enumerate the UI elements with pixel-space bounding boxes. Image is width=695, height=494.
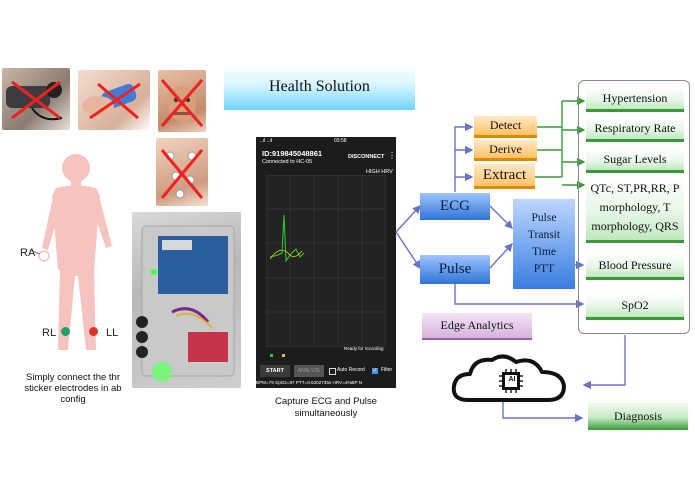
ai-chip-label: AI [508, 376, 516, 383]
rl-electrode-icon [61, 327, 70, 336]
auto-record-label: Auto Record [337, 367, 365, 373]
x-mark-icon [160, 149, 204, 199]
detect-label: Detect [489, 118, 522, 132]
left-caption-line1: Simply connect the thr [26, 372, 120, 383]
more-icon[interactable]: ⋮ [388, 151, 396, 160]
left-caption-line3: config [60, 394, 86, 405]
title-banner: Health Solution [224, 64, 415, 110]
edge-analytics-label: Edge Analytics [440, 318, 514, 332]
legend-ecg-dot [270, 354, 273, 357]
output-sugar-label: Sugar Levels [603, 152, 667, 166]
left-caption-line2: sticker electrodes in ab [24, 383, 122, 394]
label-rl: RL [42, 327, 57, 339]
phone-status-bar: ..ıl ..ıl 03:58 [256, 137, 396, 145]
face-sensor-photo [158, 70, 206, 132]
cloud-icon [451, 354, 566, 402]
ecg-box: ECG [420, 193, 490, 220]
phone-caption-line1: Capture ECG and Pulse [275, 396, 377, 407]
output-respiratory-rate: Respiratory Rate [586, 117, 684, 142]
output-ecg-features-label: QTc, ST,PR,RR, P morphology, T morpholog… [590, 181, 680, 233]
title-text: Health Solution [269, 78, 370, 95]
ptt-line-4: PTT [533, 263, 555, 275]
signal-plot [266, 175, 386, 347]
status-signal: ..ıl ..ıl [260, 138, 272, 144]
x-mark-icon [160, 79, 204, 127]
chest-electrodes-photo [156, 138, 208, 206]
pulse-box: Pulse [420, 255, 490, 284]
device-photo [132, 212, 241, 388]
ptt-line-2: Transit [527, 229, 561, 241]
extract-label: Extract [482, 166, 527, 183]
phone-caption-line2: simultaneously [294, 408, 358, 419]
x-mark-icon [89, 82, 141, 120]
left-caption: Simply connect the thr sticker electrode… [14, 372, 132, 405]
output-spo2: SpO2 [586, 293, 684, 320]
output-sugar-levels: Sugar Levels [586, 149, 684, 173]
diagnosis-label: Diagnosis [614, 408, 662, 423]
filter-label: Filter [381, 367, 393, 373]
phone-screen: ..ıl ..ıl 03:58 ID:919845048861 Connecte… [256, 137, 396, 388]
output-hypertension: Hypertension [586, 88, 684, 112]
ll-electrode-icon [89, 327, 98, 336]
ptt-box: Pulse Transit Time PTT [513, 199, 575, 289]
phone-caption: Capture ECG and Pulse simultaneously [258, 396, 394, 420]
label-ra: RA [20, 247, 36, 259]
ready-status: Ready for recording [344, 346, 384, 351]
pulse-trace [269, 249, 303, 260]
output-ecg-features: QTc, ST,PR,RR, P morphology, T morpholog… [586, 175, 684, 243]
derive-label: Derive [489, 141, 522, 156]
ecg-label: ECG [440, 198, 470, 214]
diagnosis-box: Diagnosis [588, 402, 688, 430]
extract-box: Extract [474, 164, 535, 189]
device-drawing [136, 225, 235, 382]
ptt-line-3: Time [532, 246, 556, 258]
auto-record-checkbox[interactable] [329, 368, 336, 375]
device-id: ID:919845048861 [262, 149, 323, 158]
output-respiratory-label: Respiratory Rate [594, 120, 676, 135]
bp-cuff-photo [2, 68, 70, 130]
x-mark-icon [11, 80, 61, 120]
output-blood-pressure: Blood Pressure [586, 253, 684, 280]
start-button-label: START [266, 368, 284, 374]
readout-line: BPM=79 SpO2=97 PTT=0.6202735s HRV=4%BP N [256, 380, 363, 385]
detect-box: Detect [474, 116, 537, 138]
ptt-line-1: Pulse [531, 212, 557, 224]
disconnect-button[interactable]: DISCONNECT [348, 154, 385, 160]
finger-oximeter-photo [78, 70, 150, 130]
connection-status: Connected to HC-05 [262, 159, 313, 165]
pulse-label: Pulse [438, 261, 472, 277]
legend-pulse-dot [282, 354, 285, 357]
output-hypertension-label: Hypertension [602, 91, 668, 105]
label-ll: LL [106, 327, 119, 339]
ra-electrode-icon [38, 250, 50, 262]
hrv-label: HIGH HRV [366, 169, 393, 175]
output-spo2-label: SpO2 [621, 297, 649, 312]
derive-box: Derive [474, 140, 537, 161]
outputs-panel [578, 80, 690, 334]
edge-analytics-box: Edge Analytics [422, 313, 532, 340]
analyze-button-label: ANALYZE [297, 368, 321, 374]
status-time: 03:58 [334, 138, 347, 144]
start-button[interactable]: START [260, 365, 290, 377]
filter-checkbox[interactable]: ✓ [372, 368, 378, 374]
output-bp-label: Blood Pressure [598, 257, 672, 272]
analyze-button[interactable]: ANALYZE [294, 365, 324, 377]
